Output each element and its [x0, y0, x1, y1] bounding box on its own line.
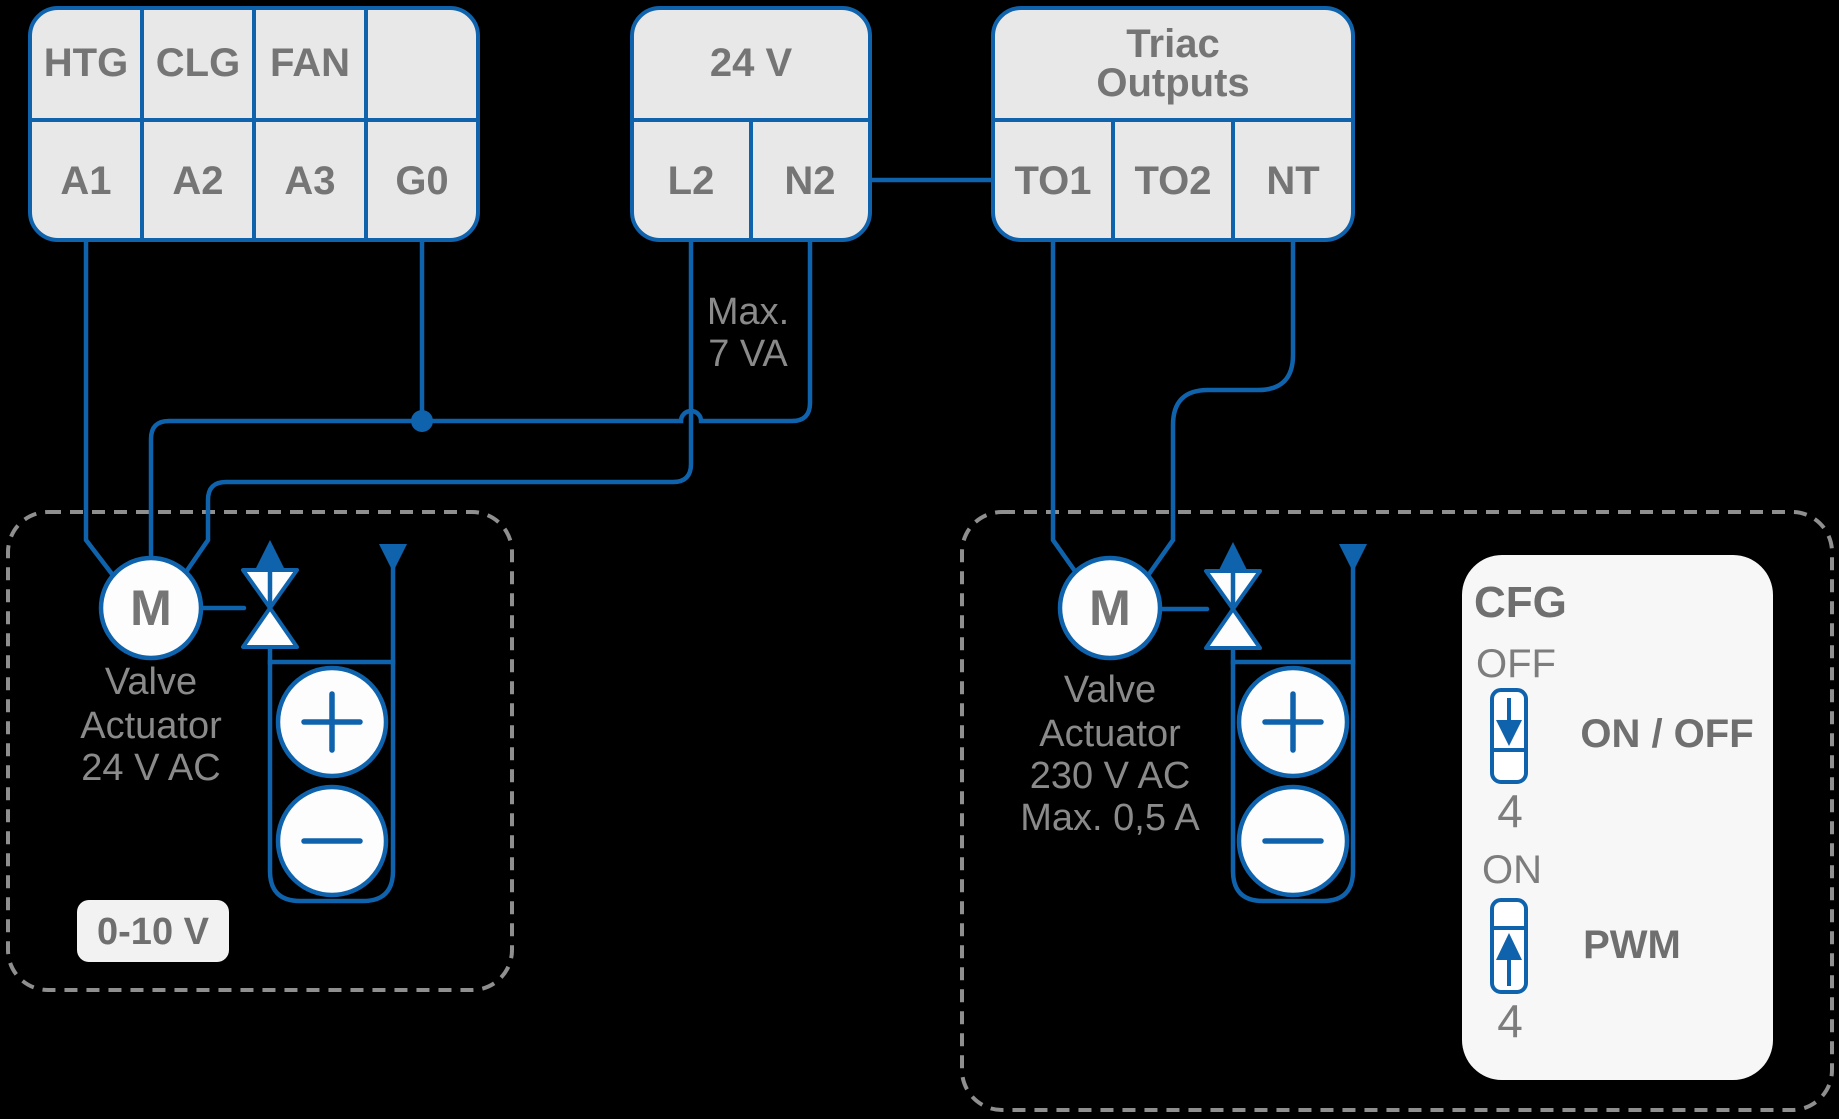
down-arrow-icon	[379, 544, 407, 572]
right-actuator: M Valve Actuator 230 V AC Max. 0,5 A	[1020, 542, 1367, 904]
wire-junction-dot	[411, 410, 433, 432]
terminal-n2: N2	[784, 159, 835, 203]
terminal-l2: L2	[668, 159, 715, 203]
wire-to1	[1050, 237, 1080, 577]
cfg-panel	[1462, 555, 1773, 1080]
terminal-block-triac-body	[991, 6, 1355, 242]
wires	[83, 177, 1296, 577]
terminal-block-triac: Triac Outputs TO1 TO2 NT	[991, 6, 1355, 242]
right-actuator-dashed-box	[960, 510, 1834, 1112]
onoff-mode-label: ON / OFF	[1580, 712, 1753, 756]
terminal-fan: FAN	[270, 41, 350, 85]
signal-badge	[77, 900, 229, 962]
terminal-a2: A2	[172, 159, 223, 203]
left-actuator-dashed-box	[6, 510, 514, 992]
signal-badge-label: 0-10 V	[97, 911, 210, 953]
block-title-triac-line1: Triac	[1126, 22, 1219, 66]
terminal-htg: HTG	[44, 41, 128, 85]
terminal-a1: A1	[60, 159, 111, 203]
down-arrow-icon	[1339, 544, 1367, 572]
up-arrow-icon	[256, 540, 284, 568]
wire-l2	[183, 237, 694, 575]
onoff-switch-number: 4	[1497, 785, 1523, 837]
motor-icon	[98, 555, 204, 661]
terminal-nt: NT	[1266, 159, 1319, 203]
wire-nt	[1146, 237, 1296, 577]
cfg-title: CFG	[1474, 578, 1567, 627]
pwm-switch-number: 4	[1497, 995, 1523, 1047]
up-arrow-icon	[1496, 933, 1522, 960]
actuator-caption-line1: Valve	[105, 661, 197, 703]
valve-icon-bottom	[241, 606, 299, 649]
actuator-caption-line1: Valve	[1064, 669, 1156, 711]
motor-icon	[1057, 555, 1163, 661]
down-arrow-icon	[1496, 720, 1522, 746]
terminal-g0: G0	[395, 159, 448, 203]
up-arrow-icon	[1219, 542, 1247, 570]
terminal-to2: TO2	[1134, 159, 1211, 203]
block-title-24v: 24 V	[710, 41, 793, 85]
valve-icon-bottom	[1204, 607, 1262, 650]
motor-label: M	[1089, 580, 1131, 636]
terminal-block-24v: 24 V L2 N2	[630, 6, 872, 242]
pwm-mode-label: PWM	[1583, 923, 1681, 967]
onoff-switch-state: OFF	[1476, 642, 1556, 686]
dip-switch-onoff	[1490, 688, 1528, 784]
left-actuator: M Valve Actuator 24 V AC 0-10 V	[77, 540, 407, 962]
cfg-panel-content: CFG OFF 4 ON / OFF ON 4 PWM	[1474, 578, 1754, 1047]
actuator-caption-line3: 230 V AC	[1030, 755, 1191, 797]
dip-switch-pwm	[1490, 898, 1528, 994]
wire-a1	[83, 237, 115, 577]
pwm-switch-state: ON	[1482, 848, 1542, 892]
actuator-caption-line2: Actuator	[80, 705, 222, 747]
motor-label: M	[130, 580, 172, 636]
block-title-triac-line2: Outputs	[1096, 61, 1249, 105]
actuator-caption-line4: Max. 0,5 A	[1020, 797, 1200, 839]
terminal-block-analog: HTG CLG FAN A1 A2 A3 G0	[28, 6, 480, 242]
terminal-to1: TO1	[1014, 159, 1091, 203]
max-load-note-line1: Max.	[707, 291, 789, 333]
terminal-clg: CLG	[156, 41, 240, 85]
actuator-caption-line2: Actuator	[1039, 713, 1181, 755]
signal-capsule	[267, 659, 396, 904]
signal-capsule	[1230, 659, 1356, 904]
max-load-note-line2: 7 VA	[708, 333, 788, 375]
actuator-caption-line3: 24 V AC	[81, 747, 220, 789]
terminal-a3: A3	[284, 159, 335, 203]
